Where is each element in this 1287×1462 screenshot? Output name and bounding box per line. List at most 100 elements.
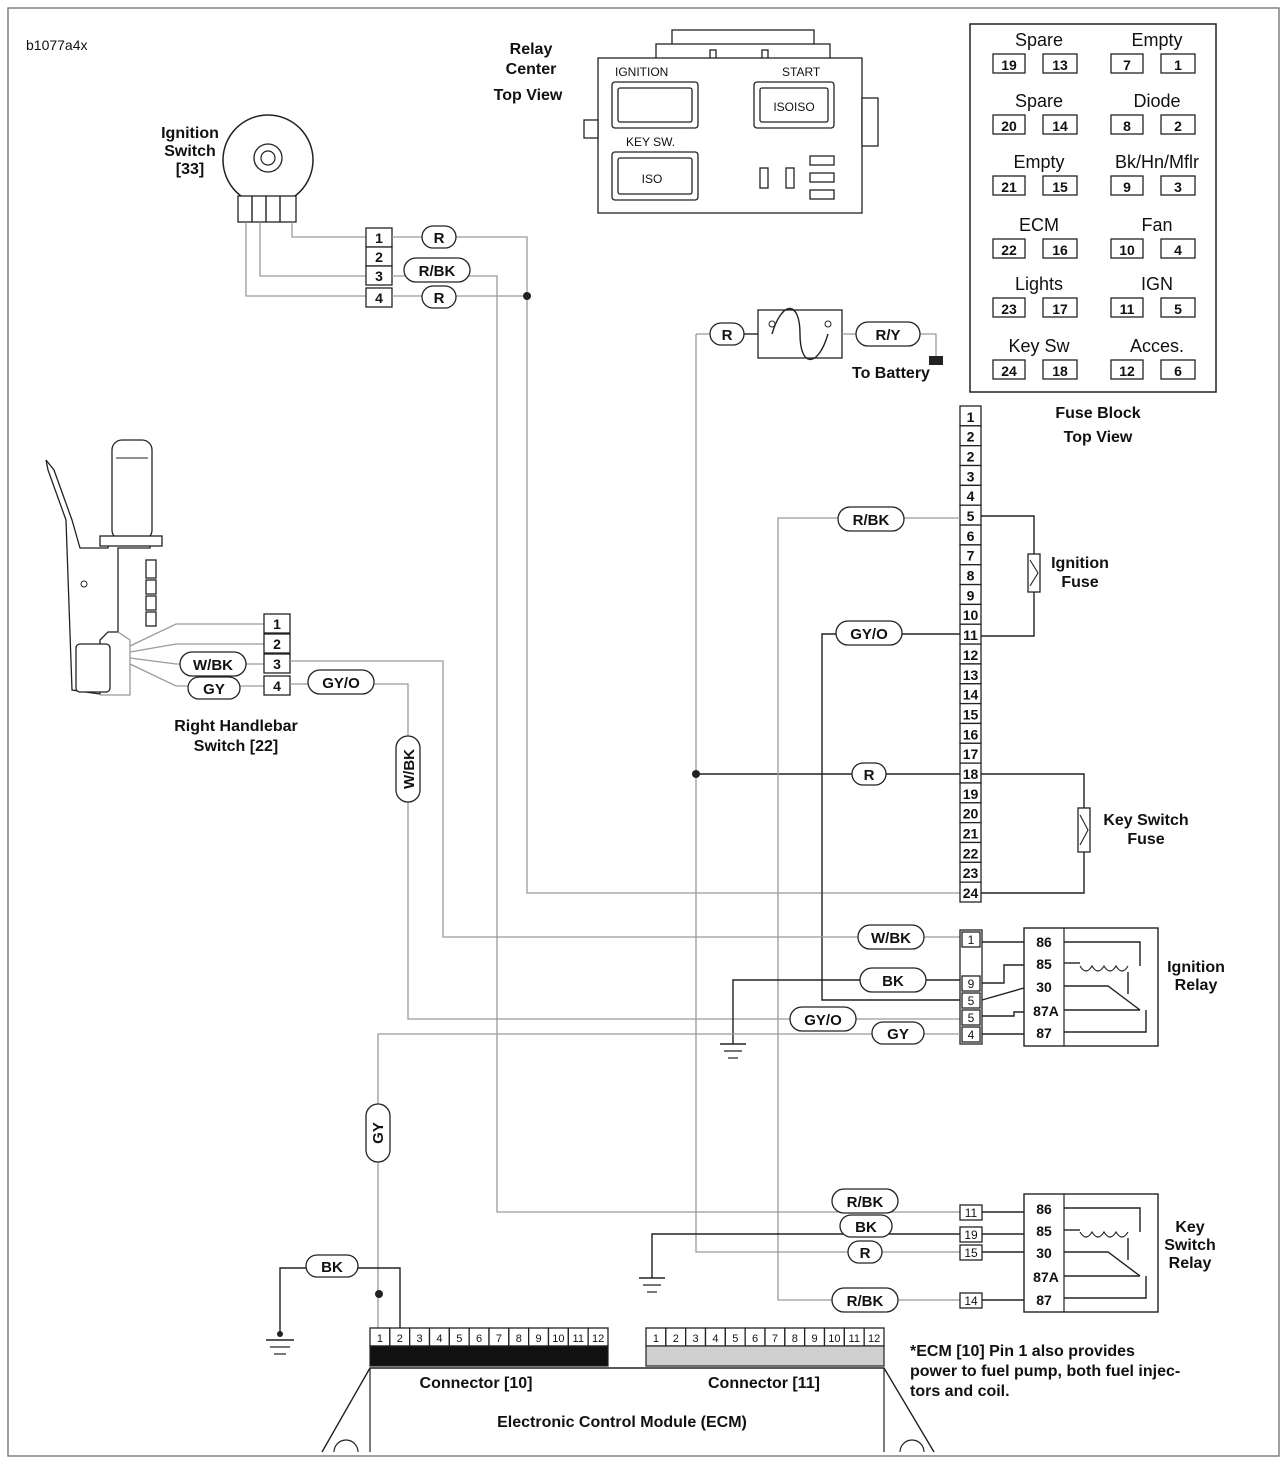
key-switch-relay (1023, 1193, 1159, 1313)
fuse-strip-pin-label: 2 (967, 429, 975, 445)
label: 87 (1036, 1292, 1052, 1308)
legend-pin: 19 (1001, 57, 1017, 73)
legend-pin: 2 (1174, 118, 1182, 134)
fuse-strip-pin-label: 3 (967, 468, 975, 484)
legend-name: Key Sw (1008, 336, 1070, 356)
ignition-fuse-label-2: Fuse (1061, 574, 1098, 591)
to-battery-label: To Battery (852, 365, 930, 382)
connector-10-label: Connector [10] (420, 1375, 533, 1392)
ecm-wire-gy: GY (370, 1122, 387, 1144)
ecm-pin: 2 (673, 1333, 679, 1345)
legend-pin: 17 (1052, 301, 1068, 317)
fuse-strip-pin-label: 18 (963, 766, 979, 782)
fuse-strip-pin-label: 10 (963, 607, 979, 623)
fuse-strip-pin-label: 6 (967, 528, 975, 544)
ecm-pin: 8 (792, 1333, 798, 1345)
label: 4 (375, 290, 383, 306)
ign-relay-wire-gy: GY (887, 1026, 909, 1043)
handlebar-wire-gy: GY (203, 681, 225, 698)
legend-pin: 24 (1001, 363, 1017, 379)
fuse-block-title-2: Top View (1064, 429, 1133, 446)
fuse-strip-pin-label: 21 (963, 825, 979, 841)
legend-name: Fan (1141, 215, 1172, 235)
relay-center: IGNITION START ISOISO KEY SW. ISO (583, 29, 879, 214)
ignition-relay (1023, 927, 1159, 1047)
handlebar-label-2: Switch [22] (194, 738, 278, 755)
relay-isoiso: ISOISO (773, 100, 814, 114)
label: 87A (1033, 1269, 1059, 1285)
connector-11-label: Connector [11] (708, 1375, 820, 1392)
relay-ignition-label: IGNITION (615, 65, 668, 79)
fuse-strip-pin-label: 13 (963, 667, 979, 683)
ecm-pin: 2 (397, 1333, 403, 1345)
key-switch-fuse-label-1: Key Switch (1103, 812, 1188, 829)
handlebar-vertical-wbk: W/BK (401, 749, 418, 789)
legend-pin: 22 (1001, 242, 1017, 258)
fuse-strip-pin-label: 14 (963, 687, 979, 703)
ignition-switch-label-1: Ignition (161, 125, 219, 142)
fuse-strip-pin-label: 19 (963, 786, 979, 802)
ecm-pin: 3 (693, 1333, 699, 1345)
ign-relay-pin: 4 (968, 1028, 975, 1042)
fuse-strip-pin (959, 881, 982, 903)
ignition-fuse-label-1: Ignition (1051, 555, 1109, 572)
strip-wire-rbk: R/BK (853, 512, 890, 529)
label: 86 (1036, 1201, 1052, 1217)
ecm-wire-bk: BK (321, 1259, 343, 1276)
label: 1 (375, 230, 383, 246)
ign-relay-wire-bk: BK (882, 973, 904, 990)
note-line-1: *ECM [10] Pin 1 also provides (910, 1343, 1135, 1360)
ecm-pin: 12 (868, 1333, 880, 1345)
ign-relay-pin: 5 (968, 1011, 975, 1025)
legend-name: IGN (1141, 274, 1173, 294)
legend-pin: 9 (1123, 179, 1131, 195)
ignition-fuse (1027, 553, 1041, 593)
ecm-pin: 6 (752, 1333, 758, 1345)
handlebar-wire-gyo: GY/O (322, 675, 360, 692)
legend-pin: 6 (1174, 363, 1182, 379)
label: 85 (1036, 956, 1052, 972)
legend-pin: 21 (1001, 179, 1017, 195)
ecm-pin: 5 (732, 1333, 738, 1345)
key-relay-wire-bk: BK (855, 1219, 877, 1236)
handlebar-label-1: Right Handlebar (174, 718, 298, 735)
key-relay-label-1: Key (1175, 1219, 1204, 1236)
fuse-strip-pin-label: 16 (963, 726, 979, 742)
fuse-block-title-1: Fuse Block (1055, 405, 1140, 422)
label: 3 (273, 656, 281, 672)
note-line-3: tors and coil. (910, 1383, 1010, 1400)
wire-label-r: R (434, 290, 445, 307)
ign-relay-wire-wbk: W/BK (871, 930, 911, 947)
main-fuse-wire-in: R (722, 327, 733, 344)
fuse-strip-pin-label: 9 (967, 587, 975, 603)
legend-pin: 10 (1119, 242, 1135, 258)
legend-name: Spare (1015, 91, 1063, 111)
legend-pin: 16 (1052, 242, 1068, 258)
ecm-title: Electronic Control Module (ECM) (497, 1414, 747, 1431)
ecm-pin: 5 (456, 1333, 462, 1345)
label: 1 (273, 616, 281, 632)
ecm-pin: 6 (476, 1333, 482, 1345)
legend-pin: 14 (1052, 118, 1068, 134)
fuse-strip-pin-label: 15 (963, 706, 979, 722)
ignition-switch: Ignition Switch [33] (161, 114, 314, 223)
handlebar-pins: 1 2 3 4 (263, 613, 291, 696)
ecm-pin: 4 (712, 1333, 718, 1345)
legend-name: ECM (1019, 215, 1059, 235)
legend-name: Spare (1015, 30, 1063, 50)
fuse-strip-pin-label: 2 (967, 449, 975, 465)
ecm-pin: 1 (653, 1333, 659, 1345)
label: 3 (375, 268, 383, 284)
ign-relay-pin: 9 (968, 977, 975, 991)
fuse-strip-pin-label: 24 (963, 885, 979, 901)
ecm-pin: 8 (516, 1333, 522, 1345)
key-switch-relay-terminals: 86 85 30 87A 87 (1033, 1201, 1059, 1308)
fuse-strip-pin-label: 4 (967, 488, 975, 504)
key-switch-fuse-label-2: Fuse (1127, 831, 1164, 848)
key-relay-wire-r: R (860, 1245, 871, 1262)
key-relay-pin: 15 (964, 1246, 978, 1260)
